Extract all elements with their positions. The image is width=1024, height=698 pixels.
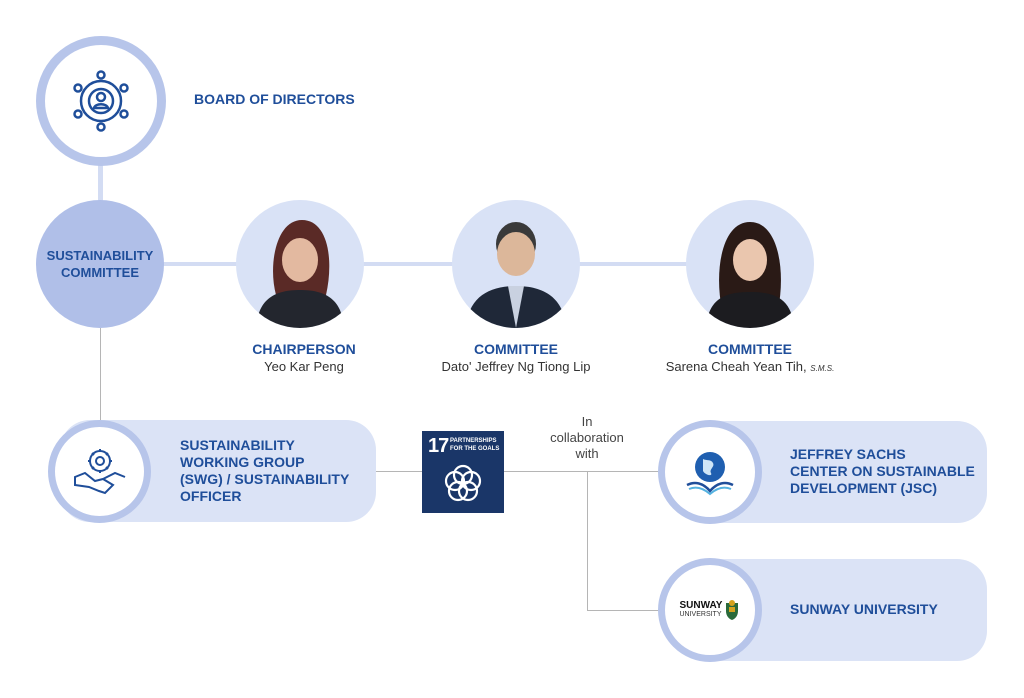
- member-photo-chairperson: [236, 200, 364, 328]
- connector-board-committee: [98, 160, 103, 202]
- member-committee-1: COMMITTEE Dato' Jeffrey Ng Tiong Lip: [406, 341, 626, 374]
- sdg-line: PARTNERSHIPS: [450, 438, 497, 444]
- collab-line: collaboration: [550, 430, 624, 445]
- member-name-wrap: Sarena Cheah Yean Tih, S.M.S.: [640, 359, 860, 374]
- sdg-line: FOR THE GOALS: [450, 446, 500, 452]
- partnership-flower-icon: [444, 464, 482, 502]
- network-person-icon: [73, 70, 129, 132]
- jsc-line: JEFFREY SACHS: [790, 446, 906, 462]
- member-chairperson: CHAIRPERSON Yeo Kar Peng: [194, 341, 414, 374]
- member-committee-2: COMMITTEE Sarena Cheah Yean Tih, S.M.S.: [640, 341, 860, 374]
- swg-circle: [48, 420, 151, 523]
- collab-line: In: [581, 414, 593, 429]
- sdg-number: 17: [428, 435, 449, 457]
- collaboration-label: In collaboration with: [537, 414, 637, 462]
- jsc-circle: [658, 420, 762, 524]
- collab-line: with: [575, 446, 599, 461]
- sunway-circle: SUNWAY UNIVERSITY: [658, 558, 762, 662]
- globe-book-logo: [686, 452, 734, 496]
- board-title: BOARD OF DIRECTORS: [194, 91, 355, 107]
- crest-icon: [726, 600, 739, 620]
- sunway-logo: SUNWAY UNIVERSITY: [680, 599, 741, 621]
- member-name: Sarena Cheah Yean Tih,: [665, 359, 807, 374]
- member-role: COMMITTEE: [474, 341, 558, 357]
- board-circle: [36, 36, 166, 166]
- swg-line: SUSTAINABILITY: [180, 437, 295, 453]
- sdg-label: PARTNERSHIPS FOR THE GOALS: [450, 437, 499, 453]
- connector-vertical-sunway: [587, 471, 588, 611]
- member-photo-committee-2: [686, 200, 814, 328]
- sdg-17-badge: 17 PARTNERSHIPS FOR THE GOALS: [422, 431, 504, 513]
- jsc-title: JEFFREY SACHS CENTER ON SUSTAINABLE DEVE…: [790, 446, 975, 497]
- sunway-logo-text: SUNWAY: [679, 600, 723, 611]
- committee-title-2: COMMITTEE: [61, 265, 139, 280]
- jsc-line: DEVELOPMENT (JSC): [790, 480, 938, 496]
- member-honorific: S.M.S.: [810, 364, 835, 373]
- swg-line: WORKING GROUP: [180, 454, 305, 470]
- swg-title: SUSTAINABILITY WORKING GROUP (SWG) / SUS…: [180, 437, 349, 505]
- member-role: CHAIRPERSON: [252, 341, 356, 357]
- member-name: Dato' Jeffrey Ng Tiong Lip: [441, 359, 591, 374]
- committee-title-1: SUSTAINABILITY: [46, 248, 154, 263]
- sunway-logo-subtext: UNIVERSITY: [679, 611, 722, 618]
- connector-committee-swg: [100, 328, 101, 422]
- member-photo-committee-1: [452, 200, 580, 328]
- sunway-title: SUNWAY UNIVERSITY: [790, 601, 938, 617]
- swg-line: (SWG) / SUSTAINABILITY: [180, 471, 350, 487]
- gear-handshake-icon: [73, 448, 125, 494]
- connector-sunway: [587, 610, 662, 611]
- swg-line: OFFICER: [180, 488, 242, 504]
- member-role: COMMITTEE: [708, 341, 792, 357]
- committee-circle: SUSTAINABILITY COMMITTEE: [36, 200, 164, 328]
- connector-swg-partners: [376, 471, 662, 472]
- jsc-line: CENTER ON SUSTAINABLE: [790, 463, 975, 479]
- member-name: Yeo Kar Peng: [264, 359, 344, 374]
